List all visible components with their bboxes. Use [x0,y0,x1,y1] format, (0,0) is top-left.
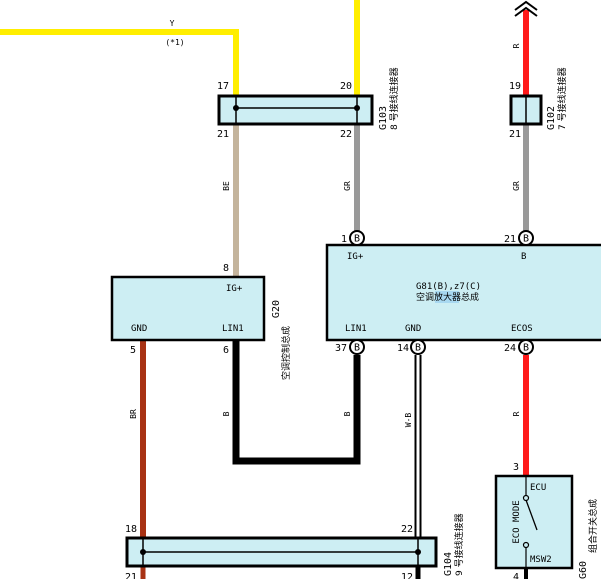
pin-12-g104: 12 [401,572,413,579]
pin-17: 17 [217,81,229,92]
g81-gnd-label: GND [405,324,421,334]
pin-8: 8 [223,263,229,274]
g60-eco-label: ECO MODE [512,500,522,543]
terminal-b-pin1: B [349,230,365,246]
pin-21-g104: 21 [125,572,137,579]
g20-ig-label: IG+ [226,284,243,294]
g20-lin-label: LIN1 [222,324,244,334]
svg-text:空调控制总成: 空调控制总成 [280,326,292,380]
svg-text:B: B [354,343,360,354]
pin-6: 6 [223,345,229,356]
g104-splice-dot-left [140,549,146,555]
chevron-up-icon [514,0,538,17]
pin-14: 14 [397,343,409,354]
g102-caption: G102 7 号接线连接器 [546,67,568,130]
svg-text:7 号接线连接器: 7 号接线连接器 [556,67,568,130]
pin-22-g103: 22 [340,129,352,140]
wire-label-note: (*1) [165,38,184,47]
pin-24: 24 [504,343,516,354]
svg-text:B: B [415,343,421,354]
g60-msw-label: MSW2 [530,555,552,565]
pin-3: 3 [513,462,519,473]
svg-text:G103: G103 [378,106,389,130]
pin-21-g103: 21 [217,129,229,140]
terminal-b-pin21: B [518,230,534,246]
svg-text:B: B [523,234,529,245]
svg-text:G102: G102 [546,106,557,130]
g81-name-highlight [435,291,459,303]
wire-label-gr-left: GR [343,181,352,191]
wire-label-y: Y [170,19,175,28]
pin-37: 37 [335,343,347,354]
terminal-b-pin14: B [410,339,426,355]
wire-label-b-right: B [343,411,352,416]
wire-label-b-left: B [222,411,231,416]
pin-5: 5 [130,345,136,356]
g104-splice-dot-right [415,549,421,555]
svg-text:8 号接线连接器: 8 号接线连接器 [388,67,400,130]
g60-ecu-label: ECU [530,483,546,493]
g81-ecos-label: ECOS [511,324,533,334]
pin-22-g104: 22 [401,524,413,535]
wire-label-gr-right: GR [512,181,521,191]
wire-label-br: BR [129,409,138,419]
svg-text:G60: G60 [578,561,589,579]
wire-black-loop [232,340,361,465]
wire-label-r-top: R [512,43,521,48]
wire-label-wb: W-B [404,413,413,428]
g103-caption: G103 8 号接线连接器 [378,67,400,130]
svg-text:G20: G20 [271,300,282,318]
wire-label-r-bottom: R [512,411,521,416]
wire-label-be: BE [222,181,231,191]
pin-20: 20 [340,81,352,92]
g103-box [217,94,374,126]
terminal-b-pin24: B [518,339,534,355]
g81-box [325,243,601,342]
g81-name: 空调放大器总成 [416,291,479,303]
g60-caption: G60 组合开关总成 [578,499,599,579]
pin-21-g102: 21 [509,129,521,140]
g81-lin-label: LIN1 [345,324,367,334]
pin-21-g81: 21 [504,234,516,245]
pin-1: 1 [341,234,347,245]
pin-19: 19 [509,81,521,92]
g60-switch-contact [525,499,538,531]
g81-id: G81(B),z7(C) [416,282,481,292]
wire-yellow-left [0,29,239,96]
g20-box [110,275,266,342]
g81-ig-label: IG+ [347,252,364,262]
pin-4: 4 [513,572,519,579]
g103-splice-dot-left [233,105,239,111]
g103-splice-dot-right [354,105,360,111]
svg-text:组合开关总成: 组合开关总成 [587,499,599,553]
g104-caption: G104 9 号接线连接器 [443,513,465,576]
svg-text:B: B [523,343,529,354]
g20-caption: G20 空调控制总成 [271,300,292,380]
g20-gnd-label: GND [131,324,147,334]
svg-text:B: B [354,234,360,245]
svg-text:G104: G104 [443,552,454,576]
svg-text:9 号接线连接器: 9 号接线连接器 [453,513,465,576]
pin-18: 18 [125,524,137,535]
g81-b-label: B [521,252,526,262]
terminal-b-pin37: B [349,339,365,355]
